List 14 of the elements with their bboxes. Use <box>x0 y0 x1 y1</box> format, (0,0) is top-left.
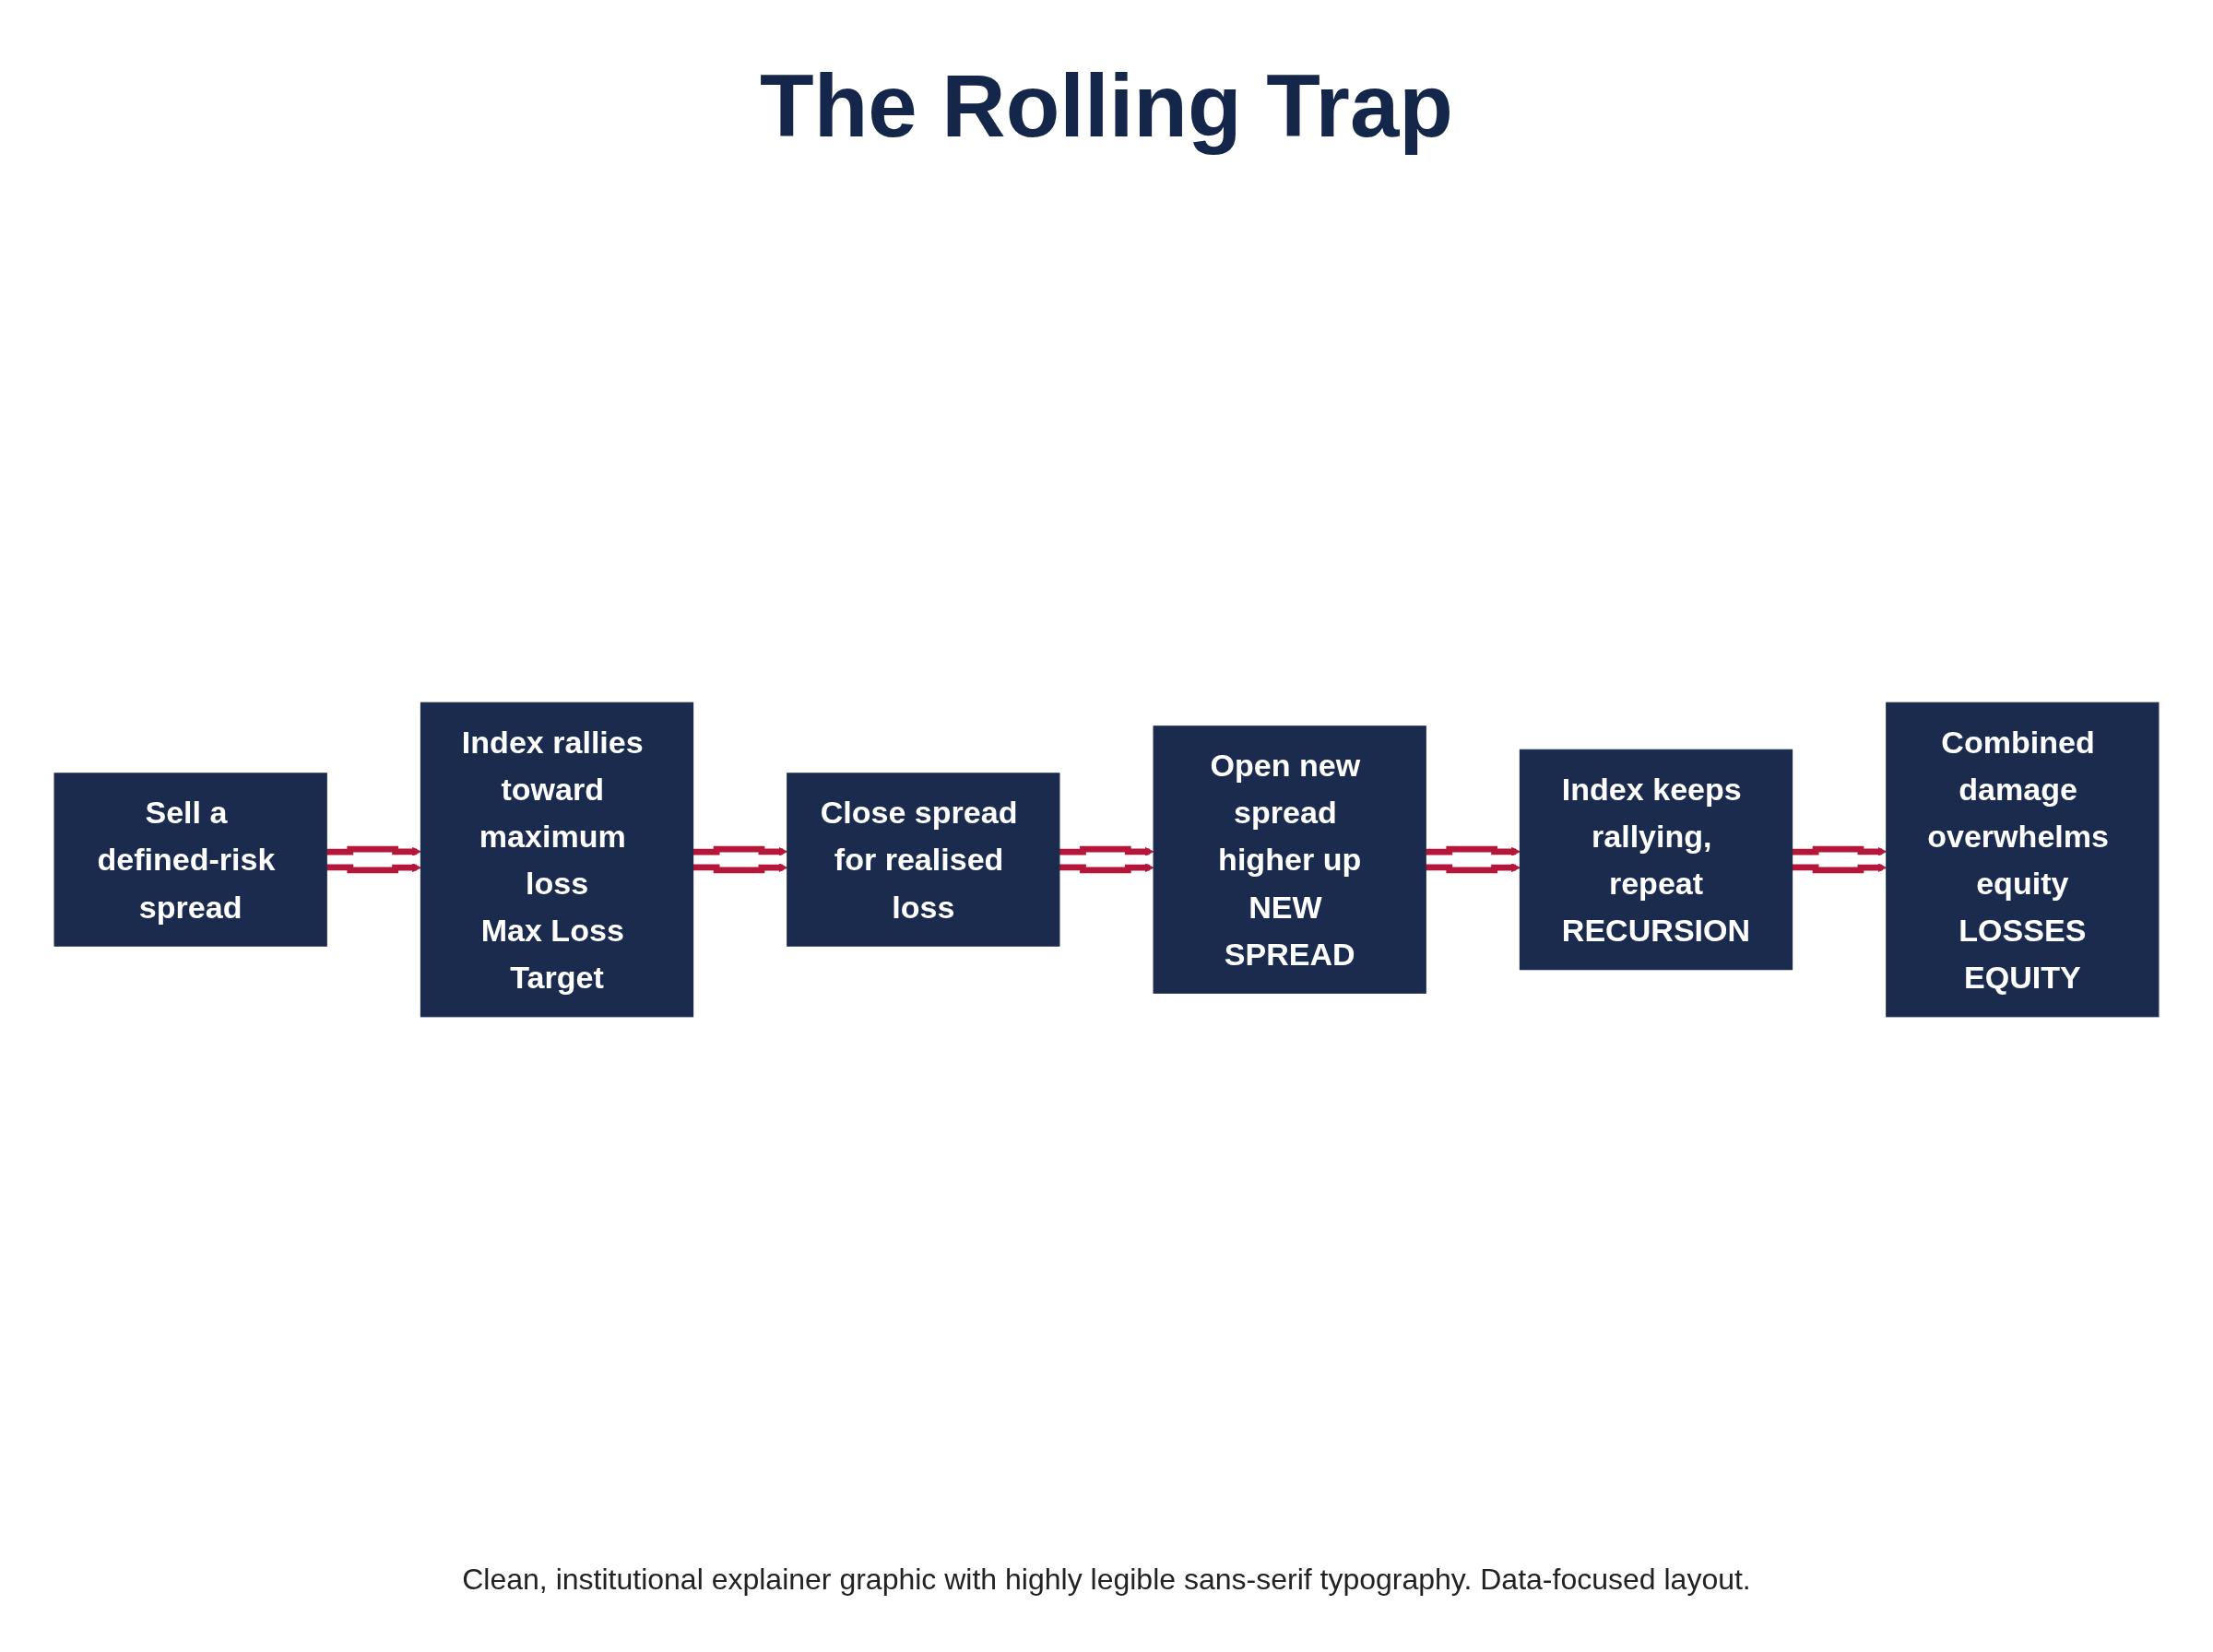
arrow <box>326 863 421 874</box>
node-box: Index rallies toward maximum loss Max Loss Target <box>420 702 694 1018</box>
node-box: Close spread for realised loss <box>787 773 1060 947</box>
arrow <box>1059 863 1154 874</box>
arrow <box>1059 845 1154 856</box>
arrow <box>326 845 421 856</box>
arrow <box>1426 863 1521 874</box>
caption: Clean, institutional explainer graphic with highly legible sans-serif typography. Data-focused layout. <box>462 1563 1751 1597</box>
arrow <box>1426 845 1521 856</box>
node-box: Open new spread higher up NEW SPREAD <box>1153 726 1426 994</box>
node-box: Index keeps rallying, repeat RECURSION <box>1519 749 1793 971</box>
node-box: Combined damage overwhelms equity LOSSES EQUITY <box>1886 702 2160 1018</box>
diagram-title: The Rolling Trap <box>760 55 1453 157</box>
node-box: Sell a defined-risk spread <box>53 773 327 947</box>
